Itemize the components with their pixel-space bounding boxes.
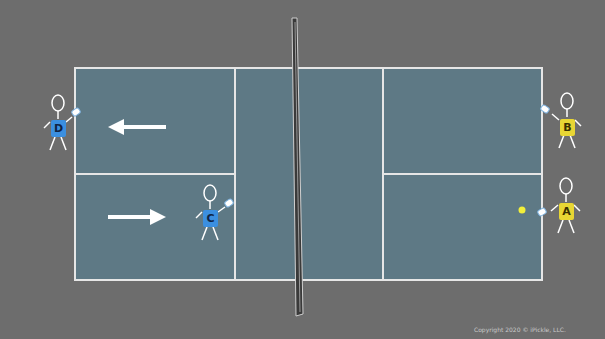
player-badge: D — [51, 120, 66, 137]
center-line — [75, 173, 235, 175]
player-badge: A — [559, 203, 574, 220]
player-letter: B — [563, 122, 571, 133]
court — [75, 68, 542, 280]
ball — [519, 207, 526, 214]
player-badge: B — [560, 119, 575, 136]
direction-arrows — [108, 119, 166, 225]
center-line — [383, 173, 542, 175]
net — [292, 18, 303, 316]
player-letter: C — [206, 213, 214, 224]
net-band — [295, 22, 300, 312]
copyright-note: Copyright 2020 © iPickle, LLC. — [474, 326, 566, 333]
player-badge: C — [203, 210, 218, 227]
player-letter: A — [562, 206, 571, 217]
player-letter: D — [54, 123, 63, 134]
player-figures — [44, 93, 581, 240]
paddles — [71, 104, 550, 216]
